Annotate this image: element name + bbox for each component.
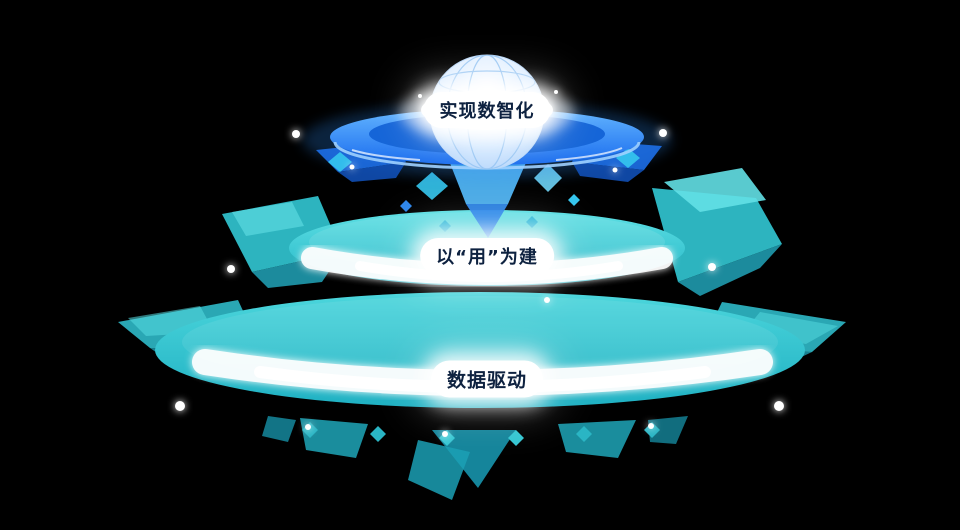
middle-white-band-core xyxy=(355,261,623,282)
layer-label-middle: 以“用”为建 xyxy=(420,238,554,274)
diamond-decoration xyxy=(328,152,352,172)
glow-dot xyxy=(708,263,716,271)
glow-dot xyxy=(612,167,618,173)
glow-dot xyxy=(442,431,448,437)
glow-dot xyxy=(175,401,185,411)
ring-right-shard-facet xyxy=(572,162,644,182)
ring-left-shard-facet xyxy=(338,162,406,182)
glow-dot xyxy=(305,424,311,430)
diamond-decoration xyxy=(526,216,538,228)
bottom-platform xyxy=(118,292,846,500)
glow-dot xyxy=(774,401,784,411)
middle-right-wing-facet xyxy=(678,244,782,296)
diamond-decoration xyxy=(439,220,451,232)
glow-dot xyxy=(418,94,422,98)
bottom-hanging-fragments xyxy=(262,416,688,500)
glow-dots xyxy=(175,90,784,437)
layer-label-top: 实现数智化 xyxy=(423,92,551,128)
middle-right-wing-highlight xyxy=(664,168,766,212)
glow-dot xyxy=(292,130,300,138)
middle-right-wing-shard xyxy=(652,188,782,282)
diamond-decoration xyxy=(416,172,448,200)
ring-highlight-left xyxy=(351,149,421,161)
glow-dot xyxy=(544,297,550,303)
glow-dot xyxy=(349,164,355,170)
glow-dot xyxy=(554,90,558,94)
ring-highlight-right xyxy=(555,147,623,161)
diamond-decoration xyxy=(400,200,412,212)
diamond-decoration xyxy=(568,194,580,206)
layer-label-bottom: 数据驱动 xyxy=(430,360,544,398)
glow-dot xyxy=(659,129,667,137)
glow-dot xyxy=(227,265,235,273)
middle-left-wing-highlight xyxy=(232,202,304,236)
glow-dot xyxy=(648,423,654,429)
